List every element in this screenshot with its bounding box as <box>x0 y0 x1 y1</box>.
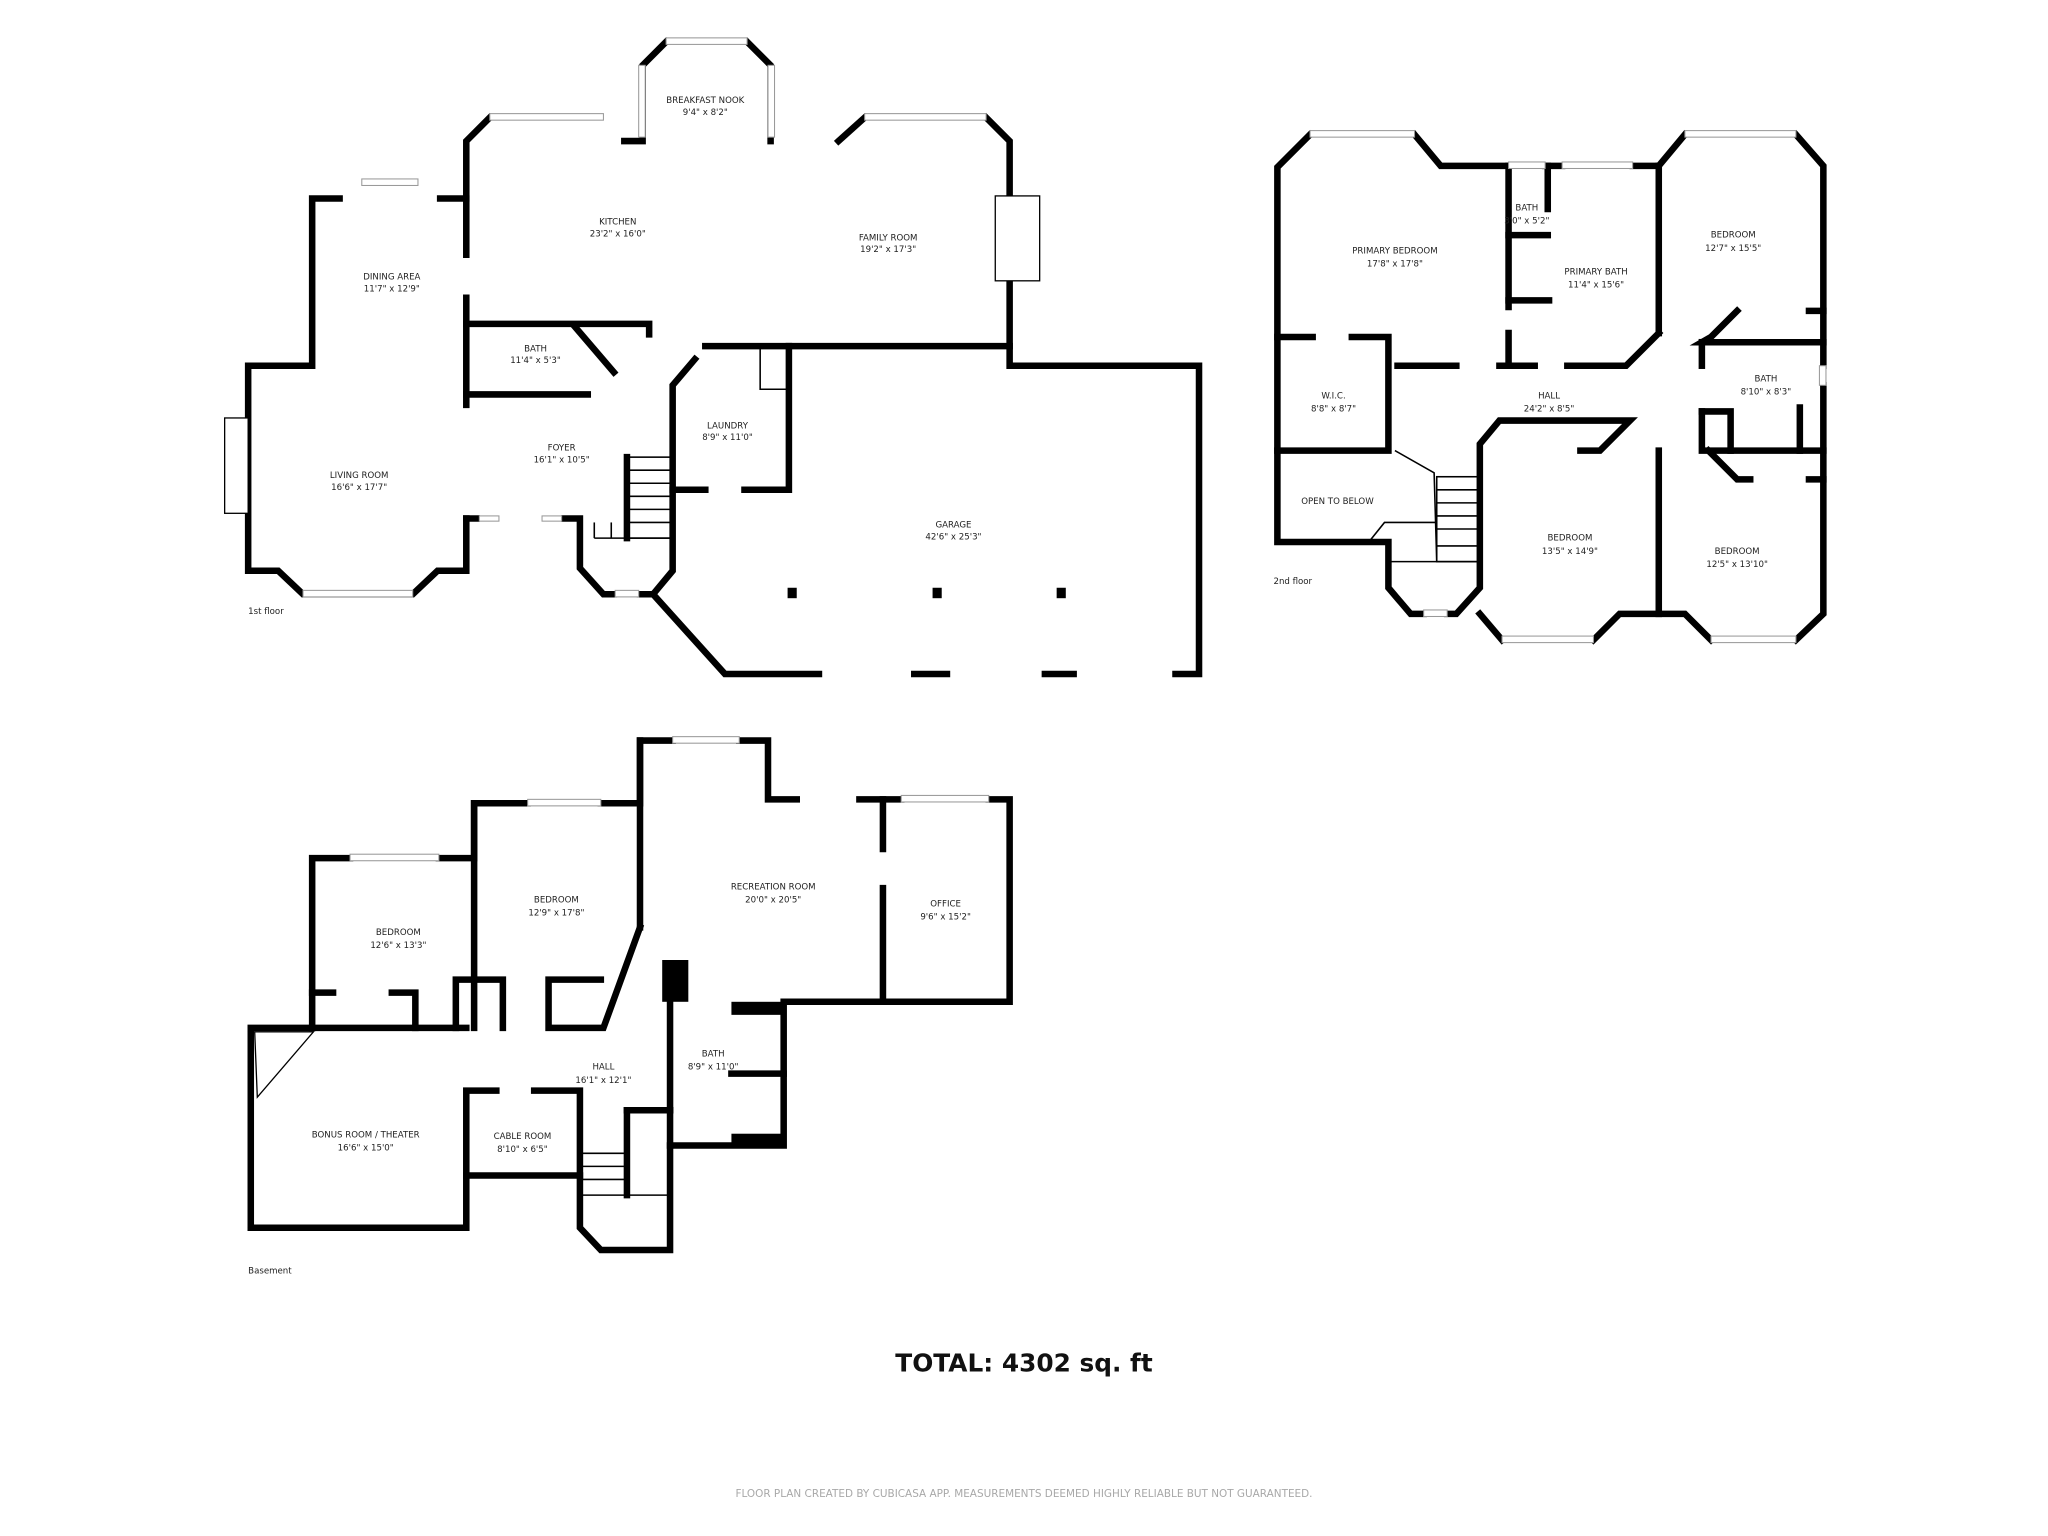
room-name: GARAGE <box>935 521 971 531</box>
stairs <box>582 1152 671 1196</box>
room-dims: 8'9" x 11'0" <box>702 433 753 443</box>
room-name: BREAKFAST NOOK <box>666 96 744 106</box>
basement-plan: BEDROOM 12'6" x 13'3" BEDROOM 12'9" x 17… <box>247 736 1013 1276</box>
room-dims: 16'1" x 10'5" <box>534 455 590 465</box>
room-name: BATH <box>702 1050 725 1060</box>
second-floor-labels: PRIMARY BEDROOM 17'8" x 17'8" BATH 3'0" … <box>1273 203 1791 587</box>
room-dims: 13'5" x 14'9" <box>1542 547 1598 557</box>
room-name: BATH <box>524 344 547 354</box>
room-dims: 8'10" x 6'5" <box>497 1145 548 1155</box>
room-dims: 3'0" x 5'2" <box>1504 216 1549 226</box>
room-name: BEDROOM <box>1715 547 1760 557</box>
floor-label: Basement <box>248 1266 292 1276</box>
room-name: OPEN TO BELOW <box>1301 497 1374 507</box>
room-name: PRIMARY BATH <box>1564 267 1627 277</box>
room-name: W.I.C. <box>1321 391 1345 401</box>
room-dims: 9'4" x 8'2" <box>683 108 728 118</box>
room-dims: 8'9" x 11'0" <box>688 1063 739 1073</box>
room-dims: 16'1" x 12'1" <box>575 1076 631 1086</box>
room-dims: 9'6" x 15'2" <box>920 913 971 923</box>
room-name: LAUNDRY <box>707 421 749 431</box>
room-dims: 24'2" x 8'5" <box>1524 404 1575 414</box>
stairs <box>593 456 674 539</box>
room-dims: 16'6" x 17'7" <box>331 483 387 493</box>
room-dims: 12'5" x 13'10" <box>1706 560 1768 570</box>
room-name: RECREATION ROOM <box>731 882 816 892</box>
floor-label: 2nd floor <box>1273 577 1312 587</box>
room-name: BATH <box>1754 374 1777 384</box>
room-dims: 8'8" x 8'7" <box>1311 404 1356 414</box>
total-area: TOTAL: 4302 sq. ft <box>895 1348 1153 1377</box>
floor-label: 1st floor <box>248 607 284 617</box>
room-name: HALL <box>1538 391 1560 401</box>
room-dims: 8'10" x 8'3" <box>1741 387 1792 397</box>
room-dims: 17'8" x 17'8" <box>1367 259 1423 269</box>
room-dims: 16'6" x 15'0" <box>338 1144 394 1154</box>
room-name: BEDROOM <box>534 896 579 906</box>
fireplace <box>994 195 1041 282</box>
basement-labels: BEDROOM 12'6" x 13'3" BEDROOM 12'9" x 17… <box>248 882 971 1276</box>
room-name: KITCHEN <box>599 218 636 228</box>
room-dims: 11'4" x 5'3" <box>510 356 561 366</box>
first-floor-walls <box>224 37 1203 678</box>
room-dims: 20'0" x 20'5" <box>745 896 801 906</box>
first-floor-plan: BREAKFAST NOOK 9'4" x 8'2" KITCHEN 23'2"… <box>224 37 1203 678</box>
room-name: BEDROOM <box>1711 231 1756 241</box>
room-dims: 23'2" x 16'0" <box>590 229 646 239</box>
room-name: BATH <box>1515 203 1538 213</box>
room-name: HALL <box>592 1063 614 1073</box>
room-dims: 11'7" x 12'9" <box>364 284 420 294</box>
fireplace <box>224 417 249 514</box>
room-dims: 19'2" x 17'3" <box>860 245 916 255</box>
room-name: FAMILY ROOM <box>859 233 918 243</box>
disclaimer-footer: FLOOR PLAN CREATED BY CUBICASA APP. MEAS… <box>735 1488 1312 1500</box>
room-name: BEDROOM <box>1547 534 1592 544</box>
room-name: CABLE ROOM <box>494 1132 552 1142</box>
second-floor-plan: PRIMARY BEDROOM 17'8" x 17'8" BATH 3'0" … <box>1273 129 1827 645</box>
room-dims: 12'6" x 13'3" <box>370 941 426 951</box>
room-name: DINING AREA <box>363 273 420 283</box>
fireplace <box>662 960 689 1002</box>
room-name: LIVING ROOM <box>330 471 389 481</box>
basement-walls <box>247 736 1013 1254</box>
room-name: OFFICE <box>930 899 961 909</box>
room-dims: 12'9" x 17'8" <box>528 909 584 919</box>
fireplace <box>254 1031 315 1099</box>
stairs <box>1368 449 1481 563</box>
room-name: BEDROOM <box>376 928 421 938</box>
second-floor-walls <box>1274 129 1827 645</box>
room-name: FOYER <box>548 444 576 454</box>
room-dims: 12'7" x 15'5" <box>1705 244 1761 254</box>
first-floor-labels: BREAKFAST NOOK 9'4" x 8'2" KITCHEN 23'2"… <box>248 96 981 617</box>
room-name: PRIMARY BEDROOM <box>1352 246 1437 256</box>
room-dims: 42'6" x 25'3" <box>925 532 981 542</box>
room-name: BONUS ROOM / THEATER <box>312 1131 420 1141</box>
room-dims: 11'4" x 15'6" <box>1568 280 1624 290</box>
